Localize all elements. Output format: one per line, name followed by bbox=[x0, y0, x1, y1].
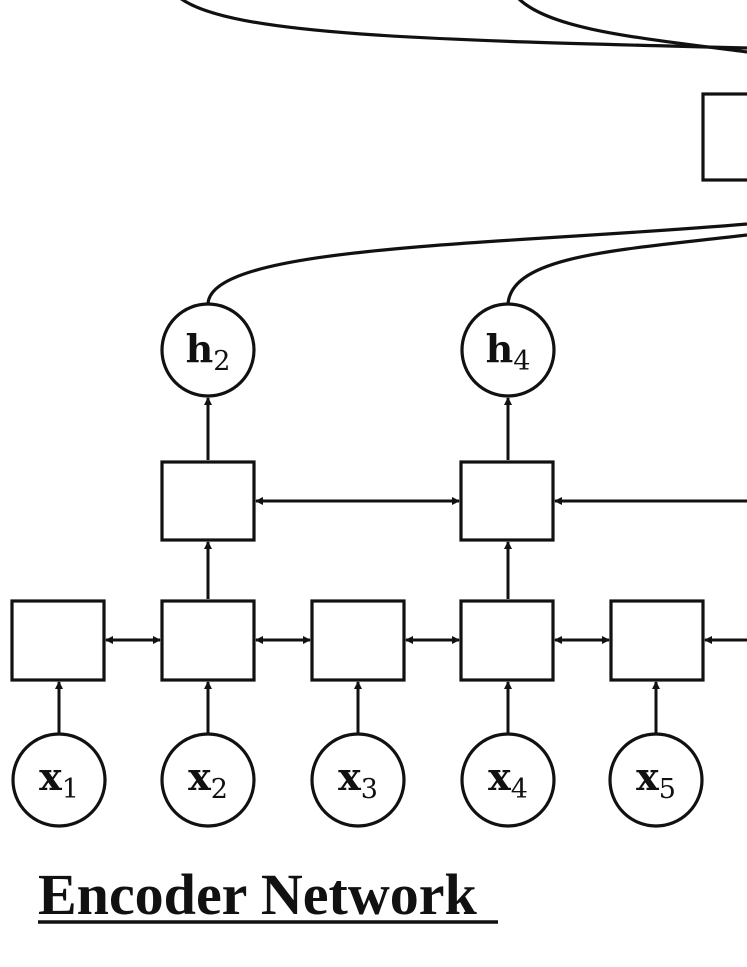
decoder-box-partial bbox=[701, 92, 747, 182]
output-node-h2 bbox=[160, 302, 256, 398]
input-label-x4: x4 bbox=[488, 754, 528, 805]
lower-rnn-box-3 bbox=[310, 599, 406, 682]
input-label-x1: x1 bbox=[39, 754, 79, 805]
input-label-x5: x5 bbox=[636, 754, 676, 805]
h4-connection-curve bbox=[506, 233, 747, 305]
output-label-h2: h2 bbox=[186, 326, 231, 377]
lower-rnn-box-5 bbox=[609, 599, 705, 682]
diagram-title: Encoder Network bbox=[38, 862, 477, 927]
upper-rnn-box-1 bbox=[160, 460, 256, 542]
upper-rnn-box-2 bbox=[459, 460, 555, 542]
h2-connection-curve bbox=[206, 222, 747, 305]
lower-rnn-box-1 bbox=[10, 599, 106, 682]
top-connection-curve-2 bbox=[517, 0, 747, 54]
top-connection-curve-1 bbox=[180, 0, 747, 50]
output-label-h4: h4 bbox=[486, 326, 531, 377]
output-node-h4 bbox=[460, 302, 556, 398]
lower-rnn-box-4 bbox=[459, 599, 555, 682]
input-label-x3: x3 bbox=[338, 754, 378, 805]
lower-rnn-box-2 bbox=[160, 599, 256, 682]
input-label-x2: x2 bbox=[188, 754, 228, 805]
